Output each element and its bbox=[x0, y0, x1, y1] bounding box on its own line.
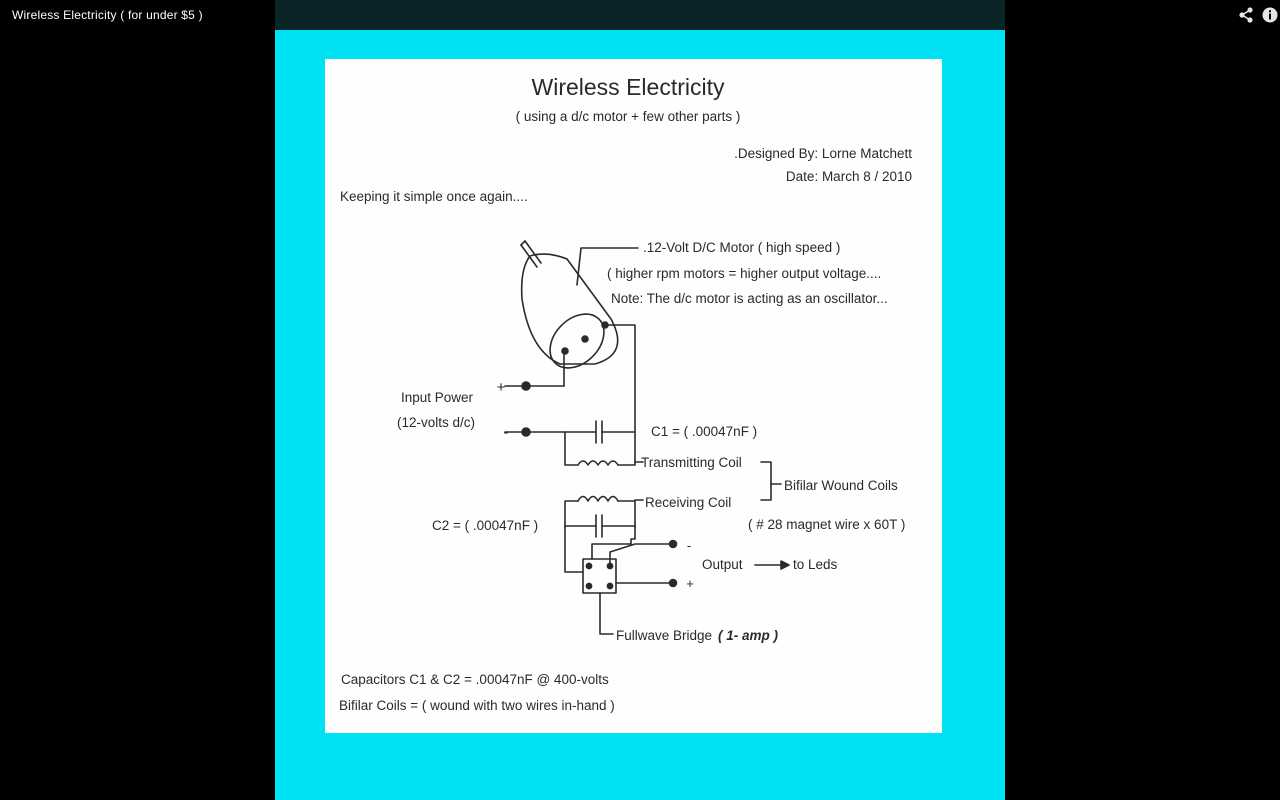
c1-label: C1 = ( .00047nF ) bbox=[651, 424, 757, 439]
fullwave-bridge-name: Fullwave Bridge bbox=[616, 628, 712, 643]
dc-motor-symbol bbox=[520, 240, 619, 369]
to-leds-label: to Leds bbox=[793, 557, 838, 572]
video-title[interactable]: Wireless Electricity ( for under $5 ) bbox=[12, 8, 203, 22]
frame-top-strip bbox=[275, 0, 1005, 30]
motor-note-oscillator: Note: The d/c motor is acting as an osci… bbox=[611, 291, 888, 306]
slide-title: Wireless Electricity bbox=[532, 74, 725, 100]
intro-line: Keeping it simple once again.... bbox=[340, 189, 528, 204]
footnote-bifilar: Bifilar Coils = ( wound with two wires i… bbox=[339, 698, 615, 713]
footnote-capacitors: Capacitors C1 & C2 = .00047nF @ 400-volt… bbox=[341, 672, 609, 687]
designer-line: .Designed By: Lorne Matchett bbox=[734, 146, 912, 161]
output-label: Output bbox=[702, 557, 743, 572]
video-frame: Wireless Electricity ( using a d/c motor… bbox=[275, 0, 1005, 800]
date-line: Date: March 8 / 2010 bbox=[786, 169, 912, 184]
schematic-diagram: Wireless Electricity ( using a d/c motor… bbox=[339, 74, 912, 713]
player-top-bar: Wireless Electricity ( for under $5 ) bbox=[0, 0, 1280, 30]
input-plus-sign: + bbox=[497, 379, 506, 396]
wire-spec-label: ( # 28 magnet wire x 60T ) bbox=[748, 517, 905, 532]
input-minus-sign: - bbox=[504, 424, 509, 441]
motor-note-rpm: ( higher rpm motors = higher output volt… bbox=[607, 266, 881, 281]
output-plus-sign: + bbox=[686, 576, 694, 591]
input-power-label: Input Power bbox=[401, 390, 474, 405]
transmitting-coil-label: Transmitting Coil bbox=[641, 455, 742, 470]
bifilar-coils-label: Bifilar Wound Coils bbox=[784, 478, 898, 493]
input-volts-label: (12-volts d/c) bbox=[397, 415, 475, 430]
c2-label: C2 = ( .00047nF ) bbox=[432, 518, 538, 533]
fullwave-bridge-label: Fullwave Bridge ( 1- amp ) bbox=[616, 628, 779, 643]
slide-subtitle: ( using a d/c motor + few other parts ) bbox=[516, 109, 741, 124]
receiving-coil-label: Receiving Coil bbox=[645, 495, 731, 510]
fullwave-bridge-rating: ( 1- amp ) bbox=[718, 628, 779, 643]
share-icon[interactable] bbox=[1237, 6, 1255, 24]
output-minus-sign: - bbox=[687, 538, 691, 553]
motor-label: .12-Volt D/C Motor ( high speed ) bbox=[643, 240, 840, 255]
info-icon[interactable] bbox=[1261, 6, 1279, 24]
schematic-slide: Wireless Electricity ( using a d/c motor… bbox=[325, 59, 942, 733]
